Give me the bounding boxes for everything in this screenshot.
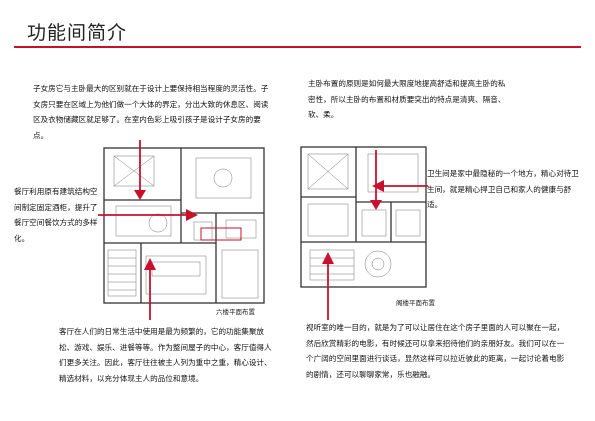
arrow-living-room <box>144 258 156 320</box>
arrow-master-bedroom <box>370 150 382 210</box>
caption-loft-floor: 阁楼平面布置 <box>396 299 435 307</box>
arrow-av-room <box>322 252 334 320</box>
paragraph-master-bedroom: 主卧布置的原则是如何最大限度地提高舒适和提高主卧的私密性，所以主卧的布置和材质要… <box>308 79 506 119</box>
paragraph-living-room: 客厅在人们的日常生活中使用是最为频繁的，它的功能集聚放松、游戏、娱乐、进餐等等。… <box>59 327 272 383</box>
paragraph-kids-room: 子女房它与主卧最大的区别就在于设计上要保持相当程度的灵活性。子女房只要在区域上为… <box>33 84 269 140</box>
loft-floor-plan <box>300 146 427 288</box>
paragraph-bathroom: 卫生间是家中最隐秘的一个地方，精心对待卫生间，就是精心捍卫自己和家人的健康与舒适… <box>427 169 579 209</box>
sixth-floor-plan <box>103 147 265 304</box>
paragraph-av-room: 视听室的唯一目的，就是为了可以让居住在这个房子里面的人可以聚在一起，然后欣赏精彩… <box>306 323 565 379</box>
page-title: 功能间简介 <box>27 22 128 44</box>
caption-sixth-floor: 六楼平面布置 <box>216 308 255 316</box>
title-underline <box>14 46 581 48</box>
paragraph-dining: 餐厅利用原有建筑结构空间制定固定酒柜，提升了餐厅空间餐饮方式的多样化。 <box>14 187 98 243</box>
arrow-dining <box>98 209 198 221</box>
arrow-bathroom <box>372 180 428 192</box>
arrow-kids-room <box>134 140 146 200</box>
